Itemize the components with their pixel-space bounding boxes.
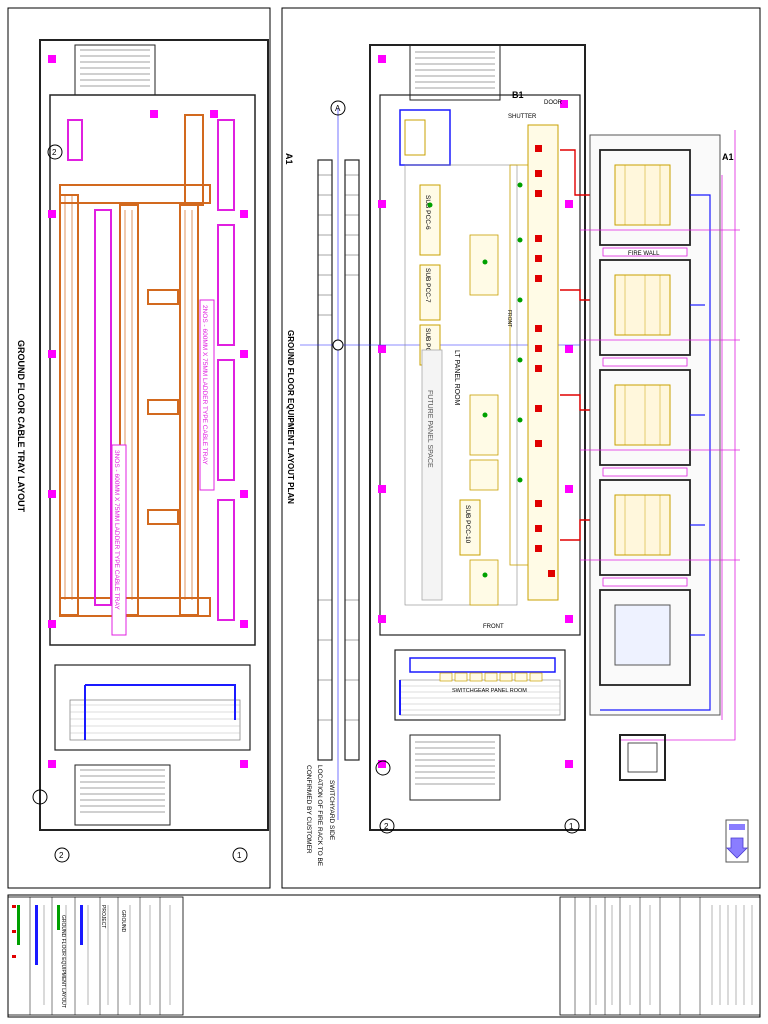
- left-grid-2-bottom: 2: [59, 851, 64, 860]
- client-text: GROUND: [120, 910, 126, 933]
- front-label-2: FRONT: [483, 624, 504, 630]
- tray-label-lower: 3NOS - 600MM X 75MM LADDER TYPE CABLE TR…: [113, 450, 120, 610]
- drawing-title-text: GROUND FLOOR EQUIPMENT LAYOUT: [60, 915, 66, 1008]
- grid-a-bubble: A: [335, 104, 341, 113]
- front-label-1: FRONT: [506, 310, 512, 327]
- sub-pcc-10-label: SUB PCC-10: [464, 505, 471, 544]
- section-a1-right: A1: [722, 152, 734, 162]
- shutter-label: SHUTTER: [508, 114, 537, 120]
- section-b1-top: B1: [512, 90, 524, 100]
- left-plan: 2NOS - 600MM X 75MM LADDER TYPE CABLE TR…: [7, 7, 271, 889]
- title-block: GROUND FLOOR EQUIPMENT LAYOUT PROJECT GR…: [7, 894, 761, 1018]
- fire-wall-label: FIRE WALL: [628, 251, 660, 257]
- grid-2-bubble: 2: [384, 822, 389, 831]
- sub-pcc-7-label: SUB PCC-7: [424, 268, 431, 303]
- switchyard-side-label: SWITCHYARD SIDE: [328, 780, 335, 841]
- equipment-layout-title: GROUND FLOOR EQUIPMENT LAYOUT PLAN: [286, 330, 295, 504]
- future-panel-space-label: FUTURE PANEL SPACE: [426, 390, 433, 468]
- section-a1-left: A1: [284, 153, 294, 165]
- sub-pcc-6-label: SUB PCC-6: [424, 195, 431, 230]
- switchgear-room-label: SWITCHGEAR PANEL ROOM: [452, 688, 527, 694]
- sub-pcc-8-label: SUB PCC-8: [424, 328, 431, 363]
- grid-1-bubble: 1: [569, 822, 574, 831]
- lt-panel-room-label: LT PANEL ROOM: [453, 350, 460, 406]
- door-label: DOOR: [544, 100, 563, 106]
- fire-rack-note-1: LOCATION OF FIRE RACK TO BE: [316, 765, 323, 867]
- left-grid-1-bottom: 1: [237, 851, 242, 860]
- tray-label-upper: 2NOS - 600MM X 75MM LADDER TYPE CABLE TR…: [201, 305, 208, 465]
- fire-rack-note-2: CONFIRMED BY CUSTOMER: [305, 765, 312, 854]
- cable-tray-layout-title: GROUND FLOOR CABLE TRAY LAYOUT: [16, 340, 26, 513]
- left-grid-2-top: 2: [52, 148, 57, 157]
- project-text: PROJECT: [100, 905, 106, 928]
- right-plan: A 2 1 A1 A1 B1 SHUTTER DOOR GROUND FLOOR…: [281, 7, 761, 889]
